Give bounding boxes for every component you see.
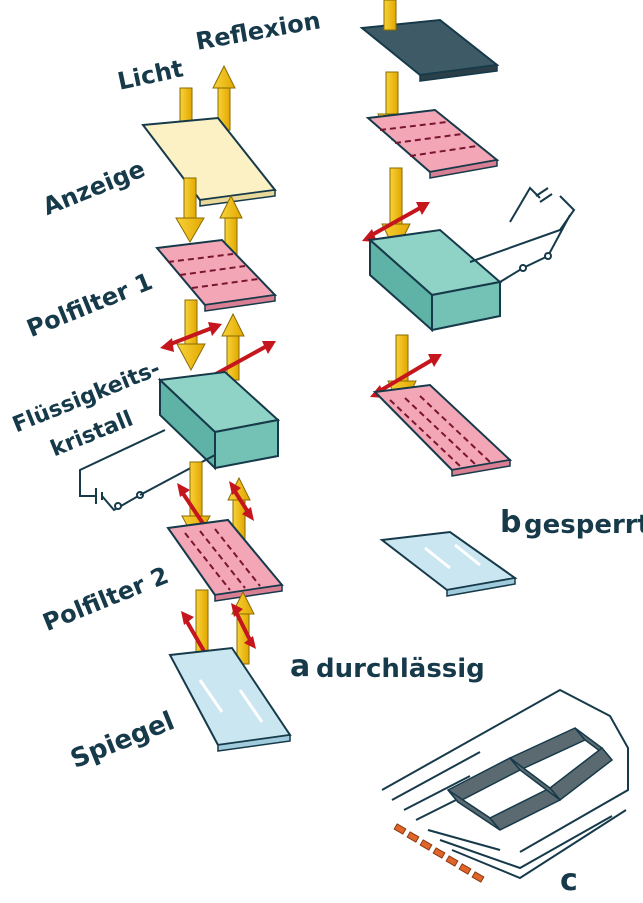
polarizer-1 [155,238,278,312]
seven-segment-display [381,688,629,883]
label-b: b [500,505,522,540]
label-gesperrt: gesperrt [524,510,643,540]
orange-contacts [393,823,485,883]
liquid-crystal-block-b [367,228,503,333]
polarizer-b2 [372,383,513,477]
display-plate-dark [359,18,500,82]
mirror-plate-b [379,530,518,597]
switch-circuit-b [469,186,576,283]
polarizer-b1 [365,108,500,179]
polarization-arrow-6 [231,603,256,649]
label-a: a [290,649,311,684]
light-arrow-down-2 [175,177,205,243]
circuit-traces [381,688,629,880]
liquid-crystal-block [157,370,281,471]
switch-circuit [79,429,216,512]
polarization-arrow-1 [160,322,222,352]
polarizer-2 [166,518,284,602]
display-plate [141,116,277,207]
label-durchlaessig: durchlässig [316,654,485,684]
reflection-arrow-up-3 [221,312,245,381]
mirror-plate [168,646,292,752]
polarization-arrow-4 [229,481,254,521]
segments [446,727,614,831]
label-c: c [560,863,578,898]
light-arrow-b-1 [383,0,397,31]
